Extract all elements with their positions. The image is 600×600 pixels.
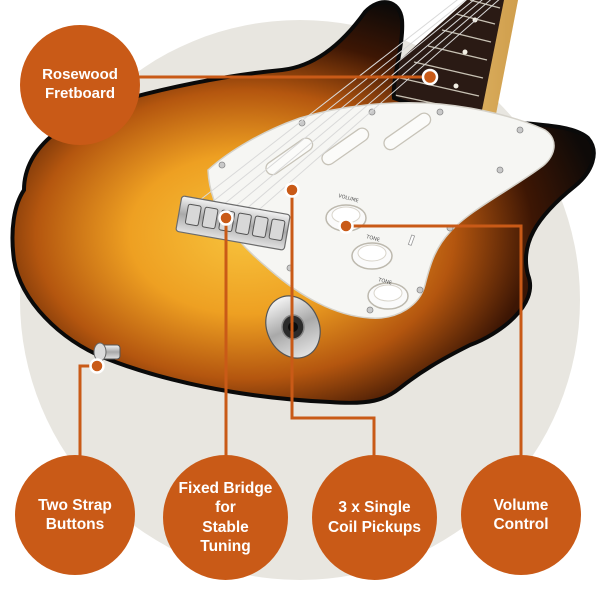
control-knobs: VOLUME TONE TONE — [325, 193, 416, 310]
callout-text-line-1: 3 x Single — [338, 499, 411, 517]
callout-text-line-2: Buttons — [45, 516, 105, 533]
volume-knob-label: VOLUME — [337, 193, 359, 204]
tone-knob — [351, 242, 393, 270]
pickups-dot — [284, 182, 300, 198]
fretboard-dot — [421, 68, 439, 86]
callout-text-line-1: Rosewood — [42, 66, 118, 84]
callout-text-line-1: Two Strap — [38, 496, 112, 514]
strap-button — [93, 342, 121, 362]
callout-text-line-2: Stable Tuning — [200, 518, 251, 555]
callout-text-line-2: Fretboard — [44, 85, 115, 102]
callout-single-coil-pickups: 3 x Single Coil Pickups — [312, 455, 437, 580]
pickup-selector-switch — [407, 234, 416, 246]
callout-text-line-1: Volume — [493, 496, 549, 514]
callout-text-line-1: Fixed Bridge for — [178, 479, 273, 517]
callout-text-line-2: Control — [493, 516, 549, 533]
tone-knob-2-label: TONE — [377, 277, 393, 287]
callout-rosewood-fretboard: Rosewood Fretboard — [20, 25, 140, 145]
volume-dot — [338, 218, 354, 234]
strap-buttons-dot — [89, 358, 105, 374]
callout-two-strap-buttons: Two Strap Buttons — [15, 455, 135, 575]
single-coil-pickups — [265, 112, 432, 176]
callout-dots — [89, 68, 439, 374]
callout-text-line-2: Coil Pickups — [327, 518, 422, 536]
callout-leader-lines — [78, 75, 523, 460]
guitar-strings — [199, 0, 500, 236]
callout-fixed-bridge: Fixed Bridge for Stable Tuning — [163, 455, 288, 580]
guitar-neck — [372, 0, 519, 135]
bridge-dot — [218, 210, 234, 226]
pickups-leader-line — [290, 190, 376, 460]
volume-leader-line — [346, 224, 523, 460]
callout-volume-control: Volume Control — [461, 455, 581, 575]
tone-knob-label: TONE — [365, 234, 381, 244]
tone-knob-2 — [367, 282, 409, 310]
fixed-bridge — [175, 195, 291, 251]
